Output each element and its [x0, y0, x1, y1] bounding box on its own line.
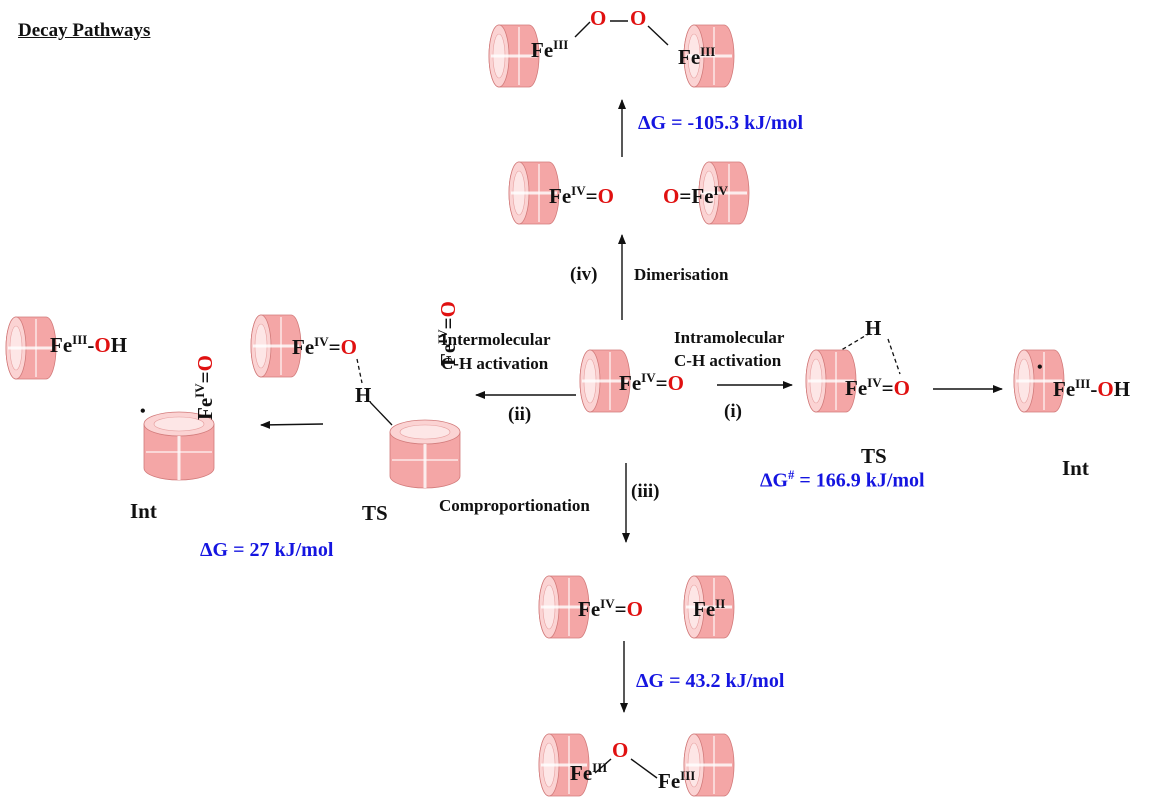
energy-left: ΔG = 27 kJ/mol: [200, 539, 334, 561]
porphyrin-barrel-upright: [143, 411, 215, 481]
ch-activation-label: C-H activation: [441, 354, 549, 373]
oxygen-atom: O: [590, 6, 607, 30]
energy-ts-right: ΔG# = 166.9 kJ/mol: [760, 468, 925, 492]
fe-iv-oxo-ts-right: FeIV=O: [845, 375, 910, 401]
fe-iv-oxo-ts-left: FeIV=O: [292, 334, 357, 360]
ch-activation-label: C-H activation: [674, 351, 782, 370]
ts-label-left: TS: [362, 501, 388, 525]
fe-iii-oh-right: FeIII-OH: [1053, 376, 1131, 402]
fe-iii-label: FeIII: [570, 760, 608, 786]
ts-dash-h-o: [887, 338, 901, 375]
fe-iv-oxo-bottom: FeIV=O: [578, 596, 643, 622]
fe-iii-label: FeIII: [531, 37, 569, 63]
fe-iv-oxo-center: FeIV=O: [619, 370, 684, 396]
int-label-left: Int: [130, 499, 157, 523]
fe-iii-oh-left: FeIII-OH: [50, 332, 128, 358]
porphyrin-barrel: [579, 349, 631, 413]
step-label-comproportionation: Comproportionation: [439, 496, 590, 515]
fe-iv-oxo-label: FeIV=O: [549, 183, 614, 209]
hydrogen-atom: H: [865, 316, 882, 340]
step-number-iii: (iii): [631, 481, 660, 502]
fe-ii-label: FeII: [693, 596, 726, 622]
ts-bond-h-c: [369, 401, 393, 426]
radical-dot: •: [140, 403, 146, 420]
ts-label-right: TS: [861, 444, 887, 468]
porphyrin-barrel: [1013, 349, 1065, 413]
step-number-ii: (ii): [508, 404, 532, 425]
intermolecular-label: Intermolecular: [441, 330, 551, 349]
porphyrin-barrel: [683, 733, 735, 797]
int-label-right: Int: [1062, 456, 1089, 480]
energy-peroxo: ΔG = -105.3 kJ/mol: [638, 112, 804, 134]
fe-iv-oxo-vertical: FeIV=O: [435, 301, 461, 366]
porphyrin-barrel: [683, 575, 735, 639]
porphyrin-barrel: [538, 575, 590, 639]
bond-mu-oxo-left: [594, 758, 612, 774]
fe-iii-label: FeIII: [658, 768, 696, 794]
porphyrin-barrel: [5, 316, 57, 380]
step-label-dimerisation: Dimerisation: [634, 265, 729, 284]
step-number-i: (i): [724, 401, 742, 422]
arrow-ts-to-int-left: [260, 420, 324, 429]
porphyrin-barrel: [683, 24, 735, 88]
oxo-fe-iv-label: O=FeIV: [663, 183, 728, 209]
porphyrin-barrel: [488, 24, 540, 88]
porphyrin-barrel-upright: [389, 419, 461, 489]
intramolecular-label: Intramolecular: [674, 328, 785, 347]
fe-iv-oxo-vertical: FeIV=O: [192, 355, 218, 420]
fe-iii-label: FeIII: [678, 44, 716, 70]
oxygen-atom: O: [612, 738, 629, 762]
porphyrin-barrel: [538, 733, 590, 797]
hydrogen-atom: H: [355, 383, 372, 407]
porphyrin-barrel: [805, 349, 857, 413]
bond-fe-o-left: [574, 21, 591, 38]
step-number-iv: (iv): [570, 264, 598, 285]
ts-dash-h-c: [837, 332, 871, 353]
bond-o-fe-right: [647, 25, 669, 46]
porphyrin-barrel: [508, 161, 560, 225]
radical-dot: •: [1037, 359, 1043, 376]
bond-mu-oxo-right: [630, 758, 658, 779]
ts-dash-o-h: [356, 358, 363, 384]
oxygen-atom: O: [630, 6, 647, 30]
energy-bottom: ΔG = 43.2 kJ/mol: [636, 670, 785, 692]
porphyrin-barrel: [250, 314, 302, 378]
page-title: Decay Pathways: [18, 20, 151, 41]
porphyrin-barrel: [698, 161, 750, 225]
